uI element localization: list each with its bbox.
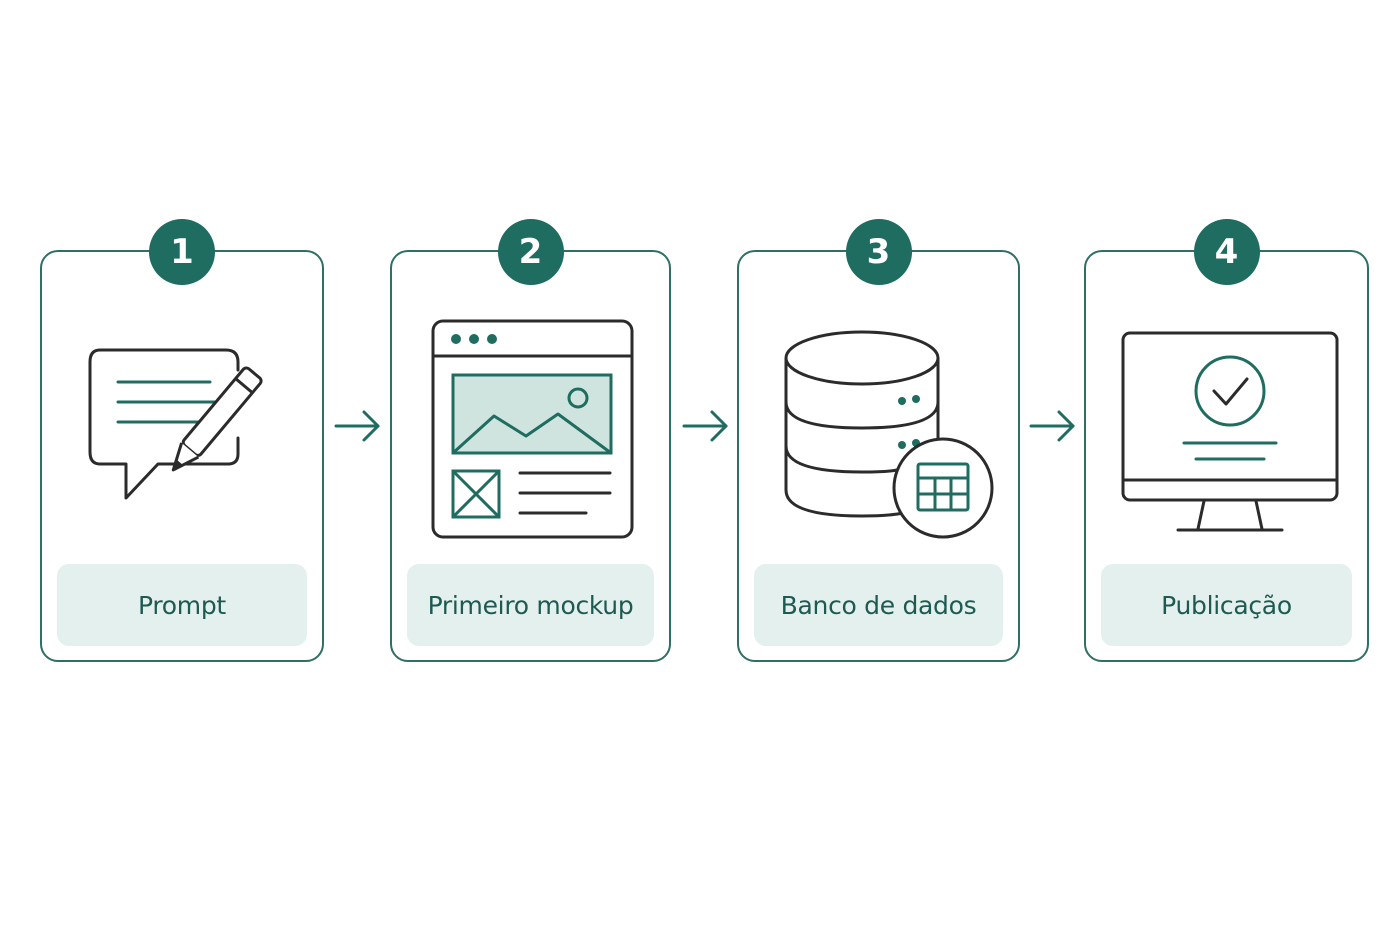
step-label: Primeiro mockup	[427, 590, 634, 620]
arrow-right-icon	[334, 410, 380, 442]
arrow-right-icon	[682, 410, 728, 442]
step-card-3: 3 Banco de dados	[737, 219, 1020, 662]
database-table-icon	[739, 252, 1018, 552]
step-number-badge: 3	[845, 219, 912, 285]
step-card-2: 2 Primeiro mockup	[390, 219, 671, 662]
step-number-badge: 1	[149, 219, 215, 285]
arrow-right-icon	[1029, 410, 1075, 442]
step-label-box: Publicação	[1101, 564, 1352, 646]
step-label-box: Prompt	[57, 564, 307, 646]
step-label-box: Primeiro mockup	[407, 564, 654, 646]
step-card-4: 4 Publicação	[1084, 219, 1369, 662]
step-label: Banco de dados	[780, 590, 977, 620]
step-card-1: 1 Prompt	[40, 219, 324, 662]
step-label: Prompt	[138, 590, 226, 620]
monitor-check-icon	[1086, 252, 1367, 552]
step-label-box: Banco de dados	[754, 564, 1003, 646]
step-label: Publicação	[1161, 590, 1292, 620]
browser-mockup-icon	[392, 252, 669, 552]
step-number-badge: 2	[497, 219, 564, 285]
chat-pencil-icon	[42, 252, 322, 552]
step-number-badge: 4	[1193, 219, 1260, 285]
